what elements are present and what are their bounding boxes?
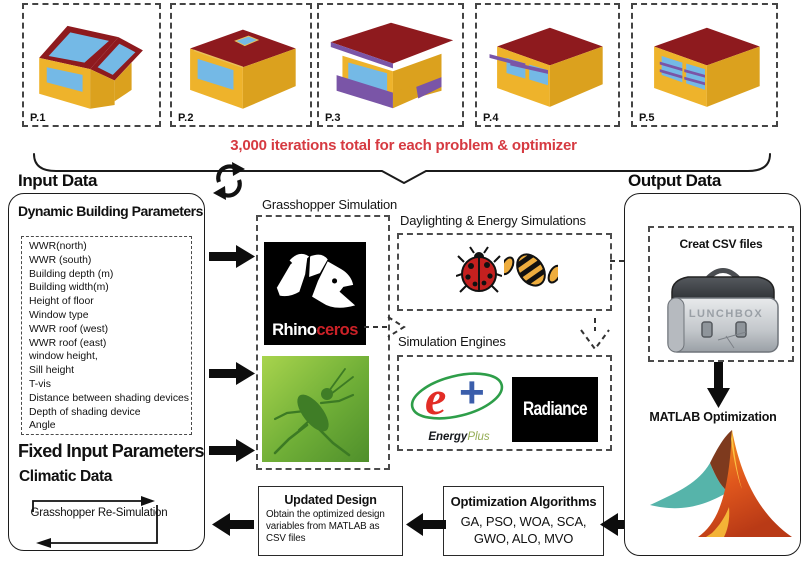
input-data-heading: Input Data — [18, 171, 98, 190]
parameter-item: Building depth (m) — [29, 268, 114, 280]
parameter-item: WWR(north) — [29, 241, 87, 252]
svg-text:EnergyPlus: EnergyPlus — [428, 431, 490, 443]
matlab-logo — [650, 430, 792, 537]
lunchbox-logo: LUNCHBOX — [667, 268, 779, 353]
iterations-banner: 3,000 iterations total for each problem … — [230, 137, 577, 154]
problem-box-4: P.4 — [475, 3, 620, 127]
fixed-parameters-title: Fixed Input Parameters — [18, 441, 204, 461]
parameter-item: Distance between shading devices — [29, 392, 189, 404]
updated-design-title: Updated Design — [284, 493, 377, 507]
rhinoceros-logo: Rhinoceros — [264, 242, 366, 345]
parameter-list: WWR(north) WWR (south) Building depth (m… — [21, 236, 192, 435]
energyplus-logo: e + EnergyPlus — [410, 368, 504, 443]
rhino-word-white: Rhino — [272, 321, 317, 339]
parameter-item: window height, — [29, 351, 98, 363]
rhino-head-icon — [276, 253, 356, 308]
climatic-data-title: Climatic Data — [19, 468, 112, 485]
brace-icon — [33, 153, 771, 184]
problem-label: P.4 — [483, 112, 499, 124]
parameter-item: WWR (south) — [29, 254, 92, 266]
arrow-right-icon — [209, 362, 255, 385]
arrow-left-icon — [212, 513, 254, 536]
problem-box-3: P.3 — [317, 3, 464, 127]
energyplus-word-bold: Energy — [428, 431, 468, 443]
grasshopper-logo — [262, 356, 369, 462]
arrow-right-icon — [209, 439, 255, 462]
resimulation-label: Grasshopper Re-Simulation — [30, 507, 168, 519]
building-p2-flat-roof — [190, 29, 296, 109]
rhino-wordmark: Rhinoceros — [264, 321, 366, 340]
parameter-item: Sill height — [29, 365, 75, 377]
daylighting-simulations-box — [397, 233, 612, 311]
problem-label: P.5 — [639, 112, 655, 124]
arrow-left-icon — [600, 513, 642, 536]
problem-label: P.3 — [325, 112, 341, 124]
create-csv-label: Creat CSV files — [679, 237, 763, 251]
grasshopper-insect-icon — [273, 368, 355, 457]
parameter-item: T-vis — [29, 378, 51, 390]
resimulation-loop-icon — [32, 496, 158, 548]
problem-label: P.1 — [30, 112, 46, 124]
building-p4-shading-fins — [489, 27, 603, 107]
updated-design-box: Updated Design Obtain the optimized desi… — [258, 486, 403, 556]
rhino-word-red: ceros — [316, 321, 358, 339]
grasshopper-simulation-label: Grasshopper Simulation — [262, 197, 398, 212]
parameter-item: WWR roof (west) — [29, 323, 109, 335]
parameter-item: Building width(m) — [29, 282, 109, 294]
problem-box-2: P.2 — [170, 3, 312, 127]
problem-label: P.2 — [178, 112, 194, 124]
lunchbox-wordmark: LUNCHBOX — [689, 308, 763, 320]
problem-box-1: P.1 — [22, 3, 161, 127]
arrow-left-icon — [406, 513, 446, 536]
arrow-down-icon — [707, 362, 730, 408]
arrow-right-icon — [209, 245, 255, 268]
optimization-algorithms-title: Optimization Algorithms — [450, 494, 597, 509]
grasshopper-simulation-box — [256, 215, 390, 470]
simulation-engines-label: Simulation Engines — [398, 334, 506, 349]
parameter-item: Depth of shading device — [29, 406, 141, 418]
algorithms-line-2: GWO, ALO, MVO — [473, 531, 574, 546]
building-p3-band-window — [330, 22, 453, 109]
building-p5-louvered-windows — [653, 27, 760, 107]
cycle-refresh-icon — [213, 162, 245, 200]
output-data-heading: Output Data — [628, 171, 721, 190]
algorithms-line-1: GA, PSO, WOA, SCA, — [460, 514, 587, 529]
radiance-logo: Radiance — [512, 377, 598, 442]
problem-box-5: P.5 — [631, 3, 778, 127]
parameter-item: Window type — [29, 309, 89, 321]
dashed-arrow-down-icon — [580, 318, 610, 351]
optimization-algorithms-box: Optimization Algorithms GA, PSO, WOA, SC… — [443, 486, 604, 556]
daylighting-simulations-label: Daylighting & Energy Simulations — [400, 213, 586, 228]
parameter-item: WWR roof (east) — [29, 337, 107, 349]
updated-design-body: Obtain the optimized design variables fr… — [266, 509, 385, 544]
energyplus-word-light: Plus — [467, 431, 490, 443]
svg-text:e: e — [425, 372, 446, 425]
input-data-panel: Dynamic Building Parameters WWR(north) W… — [8, 193, 205, 551]
honeybee-icon — [504, 249, 558, 289]
simulation-engines-box — [397, 355, 612, 451]
dynamic-parameters-title: Dynamic Building Parameters — [18, 203, 203, 219]
parameter-item: Angle — [29, 420, 56, 432]
create-csv-box: Creat CSV files LUNCHBOX — [648, 226, 794, 362]
matlab-optimization-label: MATLAB Optimization — [649, 410, 777, 424]
building-p1-gable-roof — [38, 25, 143, 109]
dashed-arrow-right-icon — [364, 316, 406, 338]
svg-text:+: + — [459, 368, 485, 417]
optimization-algorithms-list: GA, PSO, WOA, SCA, GWO, ALO, MVO — [444, 513, 603, 547]
radiance-wordmark: Radiance — [522, 398, 588, 420]
parameter-item: Height of floor — [29, 296, 94, 308]
ladybug-icon — [456, 246, 502, 293]
